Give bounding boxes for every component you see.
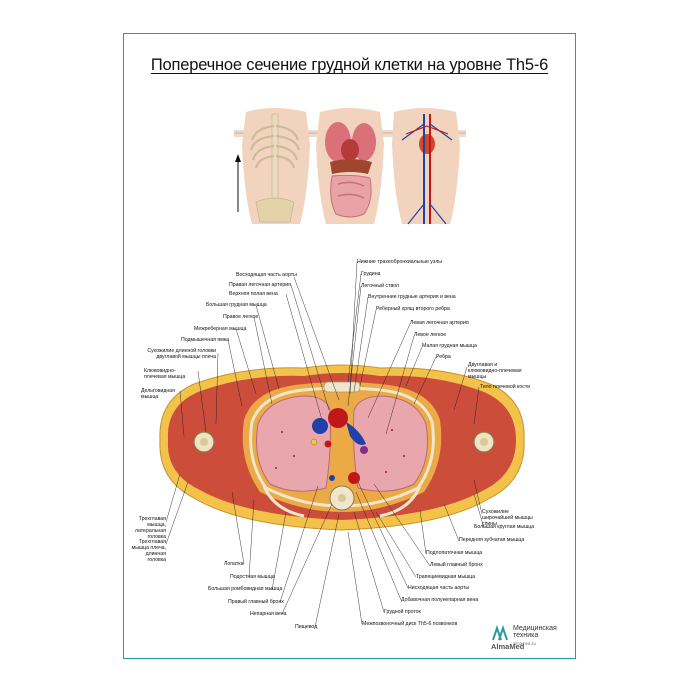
logo-site: almamed.su — [513, 641, 536, 646]
label-triceps-long-head: Трехглавая мышца плеча, длинная головка — [131, 539, 166, 563]
label-lower-tracheobronchial-nodes: Нижние трахеобронхиальные узлы — [357, 259, 442, 265]
label-biceps-long-head-tendon: Сухожилие длинной головки двуглавой мышц… — [147, 348, 216, 360]
label-pectoralis-minor: Малая грудная мышца — [422, 343, 477, 349]
label-ribs: Ребра — [436, 354, 451, 360]
vessels-figure — [392, 108, 460, 225]
leader-lines — [165, 261, 485, 628]
cross-section-diagram — [159, 364, 525, 531]
poster-frame: Поперечное сечение грудной клетки на уро… — [123, 33, 576, 659]
label-triceps-lateral-head: Трехглавая мышца, латеральная головка — [134, 516, 166, 540]
almamed-logo-mark-icon — [492, 624, 508, 641]
label-left-pulmonary-artery: Левая легочная артерия — [410, 320, 469, 326]
torso-illustration — [234, 108, 466, 225]
label-second-rib-cartilage: Реберный хрящ второго ребра — [376, 306, 450, 312]
label-pulmonary-trunk: Легочный ствол — [361, 283, 399, 289]
label-infraspinatus: Подостная мышца — [230, 574, 275, 580]
label-humerus-body: Тело плечевой кости — [480, 384, 531, 390]
label-left-lung: Левое легкое — [414, 332, 447, 338]
label-right-lung: Правое легкое — [223, 314, 259, 320]
page-title: Поперечное сечение грудной клетки на уро… — [150, 56, 549, 74]
right-lung-shape — [256, 395, 331, 492]
label-serratus-anterior: Передняя зубчатая мышца — [459, 537, 525, 543]
aorta-shape — [328, 408, 348, 428]
label-left-main-bronchus: Левый главный бронх — [430, 562, 483, 568]
label-scapula: Лопатка — [224, 561, 244, 567]
logo-line2: техника — [513, 632, 539, 639]
label-deltoid: Дельтовидная мышца — [141, 388, 175, 400]
label-ascending-aorta: Восходящая часть аорты — [236, 272, 297, 278]
label-pectoralis-major: Большая грудная мышца — [206, 302, 267, 308]
almamed-logo: AlmaMed Медицинская техника almamed.su — [491, 624, 571, 654]
organs-figure — [316, 108, 384, 224]
label-axillary-fossa: Подмышечная ямка — [181, 337, 230, 343]
label-trapezius: Трапециевидная мышца — [416, 574, 476, 580]
logo-brand: AlmaMed — [491, 642, 525, 651]
label-right-main-bronchus: Правый главный бронх — [228, 599, 284, 605]
sternum-shape — [323, 381, 361, 393]
label-intervertebral-disc: Межпозвоночный диск Th5-6 позвонков — [362, 621, 458, 627]
label-intercostal-muscle: Межреберная мышца — [194, 326, 247, 332]
label-internal-thoracic-vessels: Внутренние грудные артерия и вена — [368, 294, 456, 300]
label-azygos-vein: Непарная вена — [250, 611, 287, 617]
label-esophagus: Пищевод — [295, 624, 318, 630]
logo-line1: Медицинская — [513, 625, 557, 632]
label-subscapularis: Подлопаточная мышца — [426, 550, 483, 556]
label-descending-aorta: Нисходящая часть аорты — [408, 585, 470, 591]
svc-shape — [312, 418, 328, 434]
label-sternum: Грудина — [361, 271, 381, 277]
label-right-pulmonary-artery: Правая легочная артерия — [229, 282, 291, 288]
label-teres-major: Большая круглая мышца — [474, 524, 535, 530]
label-thoracic-duct: Грудной проток — [384, 609, 421, 615]
label-accessory-hemiazygos: Добавочная полунепарная вена — [401, 597, 479, 603]
label-superior-vena-cava: Верхняя полая вена — [229, 291, 278, 297]
label-latissimus-dorsi-tendon: Сухожилие широчайшей мышцы спины — [482, 509, 533, 527]
label-coracobrachialis: Клювовидно-плечевая мышца — [144, 368, 186, 380]
skeleton-figure — [242, 108, 310, 224]
label-rhomboid-major: Большая ромбовидная мышца — [208, 586, 283, 592]
label-biceps-coracobrachialis: Двуглавая и клювовидно-плечевая мышцы — [468, 362, 522, 380]
descending-aorta-shape — [348, 472, 360, 484]
